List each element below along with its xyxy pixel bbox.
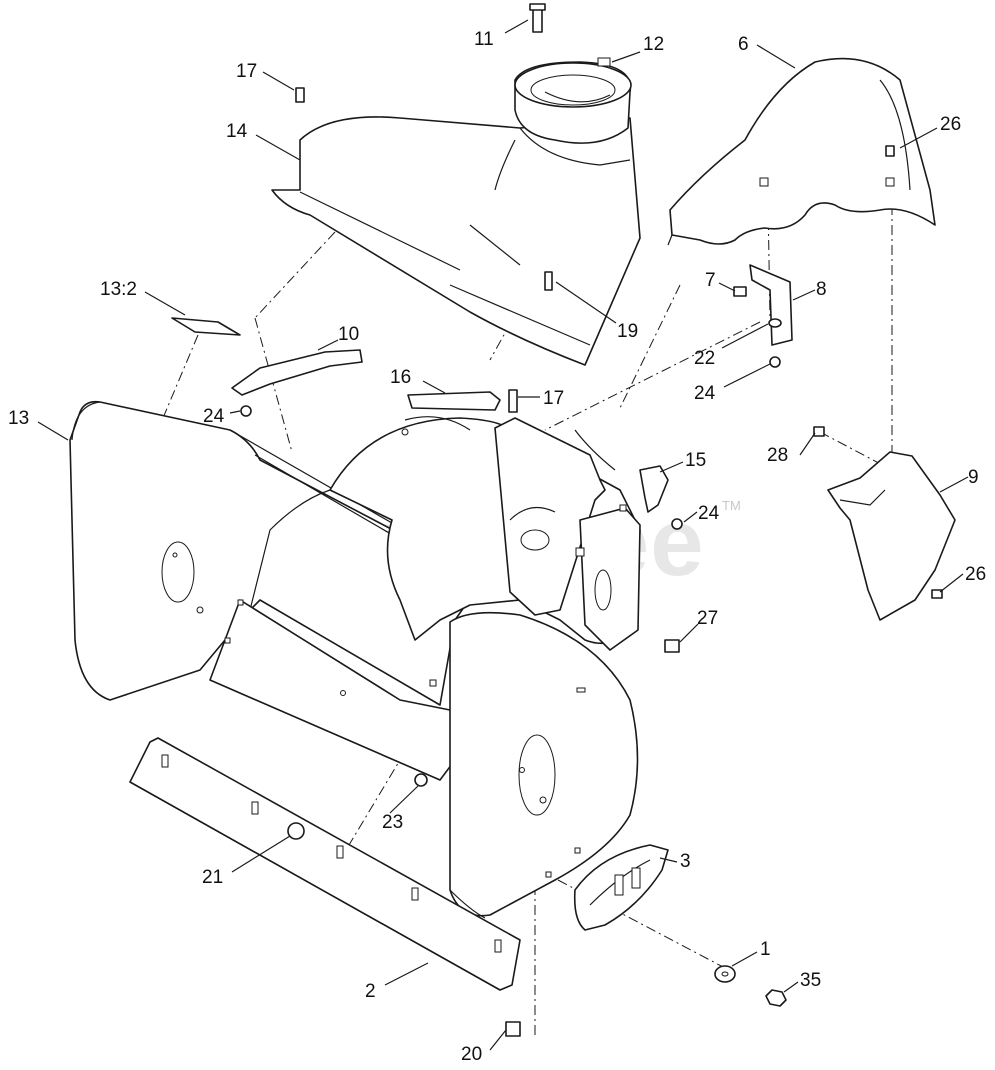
- callout-17-top: 17: [236, 61, 257, 82]
- callout-35: 35: [800, 970, 821, 991]
- scraper-bar: [129, 737, 521, 991]
- callout-7: 7: [705, 270, 716, 291]
- callout-19: 19: [617, 321, 638, 342]
- callout-8: 8: [816, 279, 827, 300]
- callout-9: 9: [968, 467, 979, 488]
- callout-24-right: 24: [694, 383, 716, 404]
- hardware-small-parts: [171, 3, 956, 1037]
- callout-1: 1: [760, 939, 771, 960]
- chute-ring: [514, 57, 632, 144]
- callout-leaders: [37, 19, 969, 1051]
- callout-2: 2: [365, 981, 376, 1002]
- callout-24-mid: 24: [698, 503, 720, 524]
- callout-14: 14: [226, 121, 248, 142]
- callout-17-mid: 17: [543, 388, 564, 409]
- callout-22: 22: [694, 348, 715, 369]
- callout-21: 21: [202, 867, 223, 888]
- callout-20: 20: [461, 1044, 482, 1065]
- chute-deflector: [667, 57, 936, 246]
- callout-6: 6: [738, 34, 749, 55]
- callout-labels: 11 12 17 14 6 26 13:2 10 16 17 13 24 7 8…: [8, 29, 986, 1065]
- callout-10: 10: [338, 324, 359, 345]
- callout-27: 27: [697, 608, 718, 629]
- callout-13: 13: [8, 408, 29, 429]
- callout-28: 28: [767, 445, 788, 466]
- callout-12: 12: [643, 34, 664, 55]
- impeller-housing: [329, 416, 641, 651]
- callout-11: 11: [474, 29, 494, 50]
- callout-16: 16: [390, 367, 411, 388]
- callout-15: 15: [685, 450, 706, 471]
- callout-24-left: 24: [203, 406, 225, 427]
- callout-13-2: 13:2: [100, 279, 137, 300]
- watermark-trademark: TM: [722, 498, 741, 513]
- callout-23: 23: [382, 812, 403, 833]
- callout-26-top: 26: [940, 114, 961, 135]
- side-plate-right: [449, 611, 639, 919]
- callout-3: 3: [680, 851, 691, 872]
- upper-chute-housing: [271, 116, 641, 366]
- callout-26-bottom: 26: [965, 564, 986, 585]
